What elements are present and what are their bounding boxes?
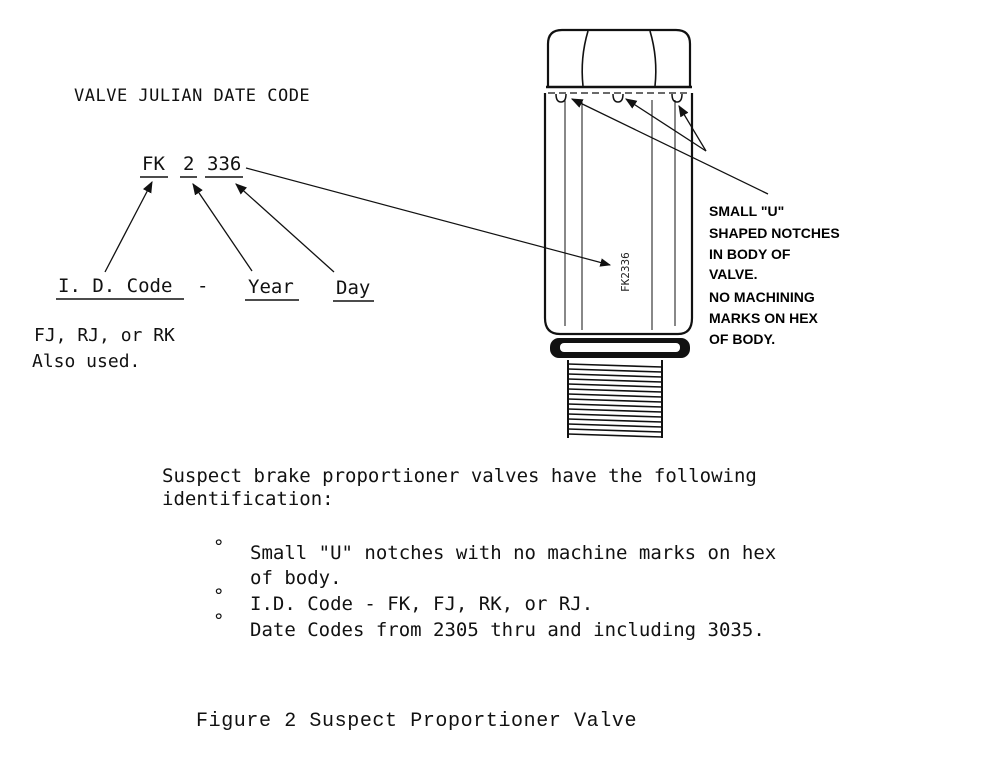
- valve-body-outline: [543, 93, 694, 336]
- valve-hex-outline: [546, 28, 692, 86]
- thread-line: [567, 398, 663, 403]
- u-notch-left: [555, 93, 567, 103]
- id-code-part: FK: [142, 153, 165, 175]
- thread-line: [567, 388, 663, 393]
- identification-description: Suspect brake proportioner valves have t…: [162, 465, 757, 510]
- callout-line: VALVE.: [709, 266, 758, 282]
- hex-right-facet: [649, 30, 657, 87]
- bullet-text: Date Codes from 2305 thru and including …: [250, 619, 765, 641]
- thread-line: [567, 418, 663, 423]
- year-code-arrow: [192, 183, 253, 272]
- figure-caption: Figure 2 Suspect Proportioner Valve: [196, 710, 637, 733]
- notch-arrow-right: [678, 104, 707, 152]
- valve-illustration: FK2336: [543, 28, 694, 438]
- thread-line: [567, 378, 663, 383]
- alternate-id-codes: FJ, RJ, or RK Also used.: [32, 325, 175, 372]
- code-part-arrows: [104, 180, 335, 273]
- callout-line: NO MACHINING: [709, 289, 815, 305]
- code-part-labels: I. D. Code - Year Day: [56, 275, 374, 302]
- thread-line: [567, 403, 663, 408]
- day-code-part: 336: [207, 153, 241, 175]
- bullet-text-continuation: of body.: [250, 567, 342, 589]
- bullet-marker: °: [213, 585, 224, 607]
- notch-callout-text: SMALL "U" SHAPED NOTCHES IN BODY OF VALV…: [709, 203, 840, 347]
- intro-line-2: identification:: [162, 488, 334, 510]
- seal-ring-highlight: [560, 343, 680, 352]
- bullet-text: Small "U" notches with no machine marks …: [250, 542, 776, 564]
- alternate-codes-line: FJ, RJ, or RK: [34, 325, 175, 346]
- intro-line-1: Suspect brake proportioner valves have t…: [162, 465, 757, 487]
- thread-line: [567, 433, 663, 438]
- callout-line: SHAPED NOTCHES: [709, 225, 840, 241]
- thread-line: [567, 373, 663, 378]
- callout-line: SMALL "U": [709, 203, 784, 219]
- thread-line: [567, 368, 663, 373]
- year-label: Year: [248, 276, 294, 298]
- id-code-arrow: [104, 180, 153, 273]
- thread-lines: [567, 363, 663, 438]
- notch-callout-arrows: [570, 98, 769, 195]
- hex-left-facet: [581, 30, 589, 87]
- label-dash: -: [197, 275, 208, 297]
- id-code-label: I. D. Code: [58, 275, 172, 297]
- date-code-heading: VALVE JULIAN DATE CODE: [74, 86, 310, 106]
- thread-line: [567, 413, 663, 418]
- bullet-marker: °: [213, 610, 224, 632]
- notch-arrow-center: [625, 98, 707, 152]
- day-label: Day: [336, 277, 370, 299]
- thread-line: [567, 393, 663, 398]
- thread-line: [567, 363, 663, 368]
- callout-line: MARKS ON HEX: [709, 310, 819, 326]
- bullet-marker: °: [213, 536, 224, 558]
- day-code-arrow: [235, 183, 335, 273]
- identification-bullets: ° Small "U" notches with no machine mark…: [213, 536, 776, 641]
- callout-line: OF BODY.: [709, 331, 775, 347]
- u-notch-center: [612, 93, 624, 103]
- valve-date-stamp: FK2336: [619, 252, 632, 292]
- thread-line: [567, 383, 663, 388]
- thread-line: [567, 428, 663, 433]
- bullet-text: I.D. Code - FK, FJ, RK, or RJ.: [250, 593, 593, 615]
- thread-line: [567, 423, 663, 428]
- year-code-part: 2: [183, 153, 194, 175]
- stamp-location-arrow: [245, 167, 612, 267]
- u-notch-right: [671, 93, 683, 103]
- date-code-example: FK 2 336: [140, 153, 243, 178]
- notch-arrow-left: [570, 98, 769, 195]
- callout-line: IN BODY OF: [709, 246, 791, 262]
- also-used-line: Also used.: [32, 351, 140, 372]
- thread-line: [567, 408, 663, 413]
